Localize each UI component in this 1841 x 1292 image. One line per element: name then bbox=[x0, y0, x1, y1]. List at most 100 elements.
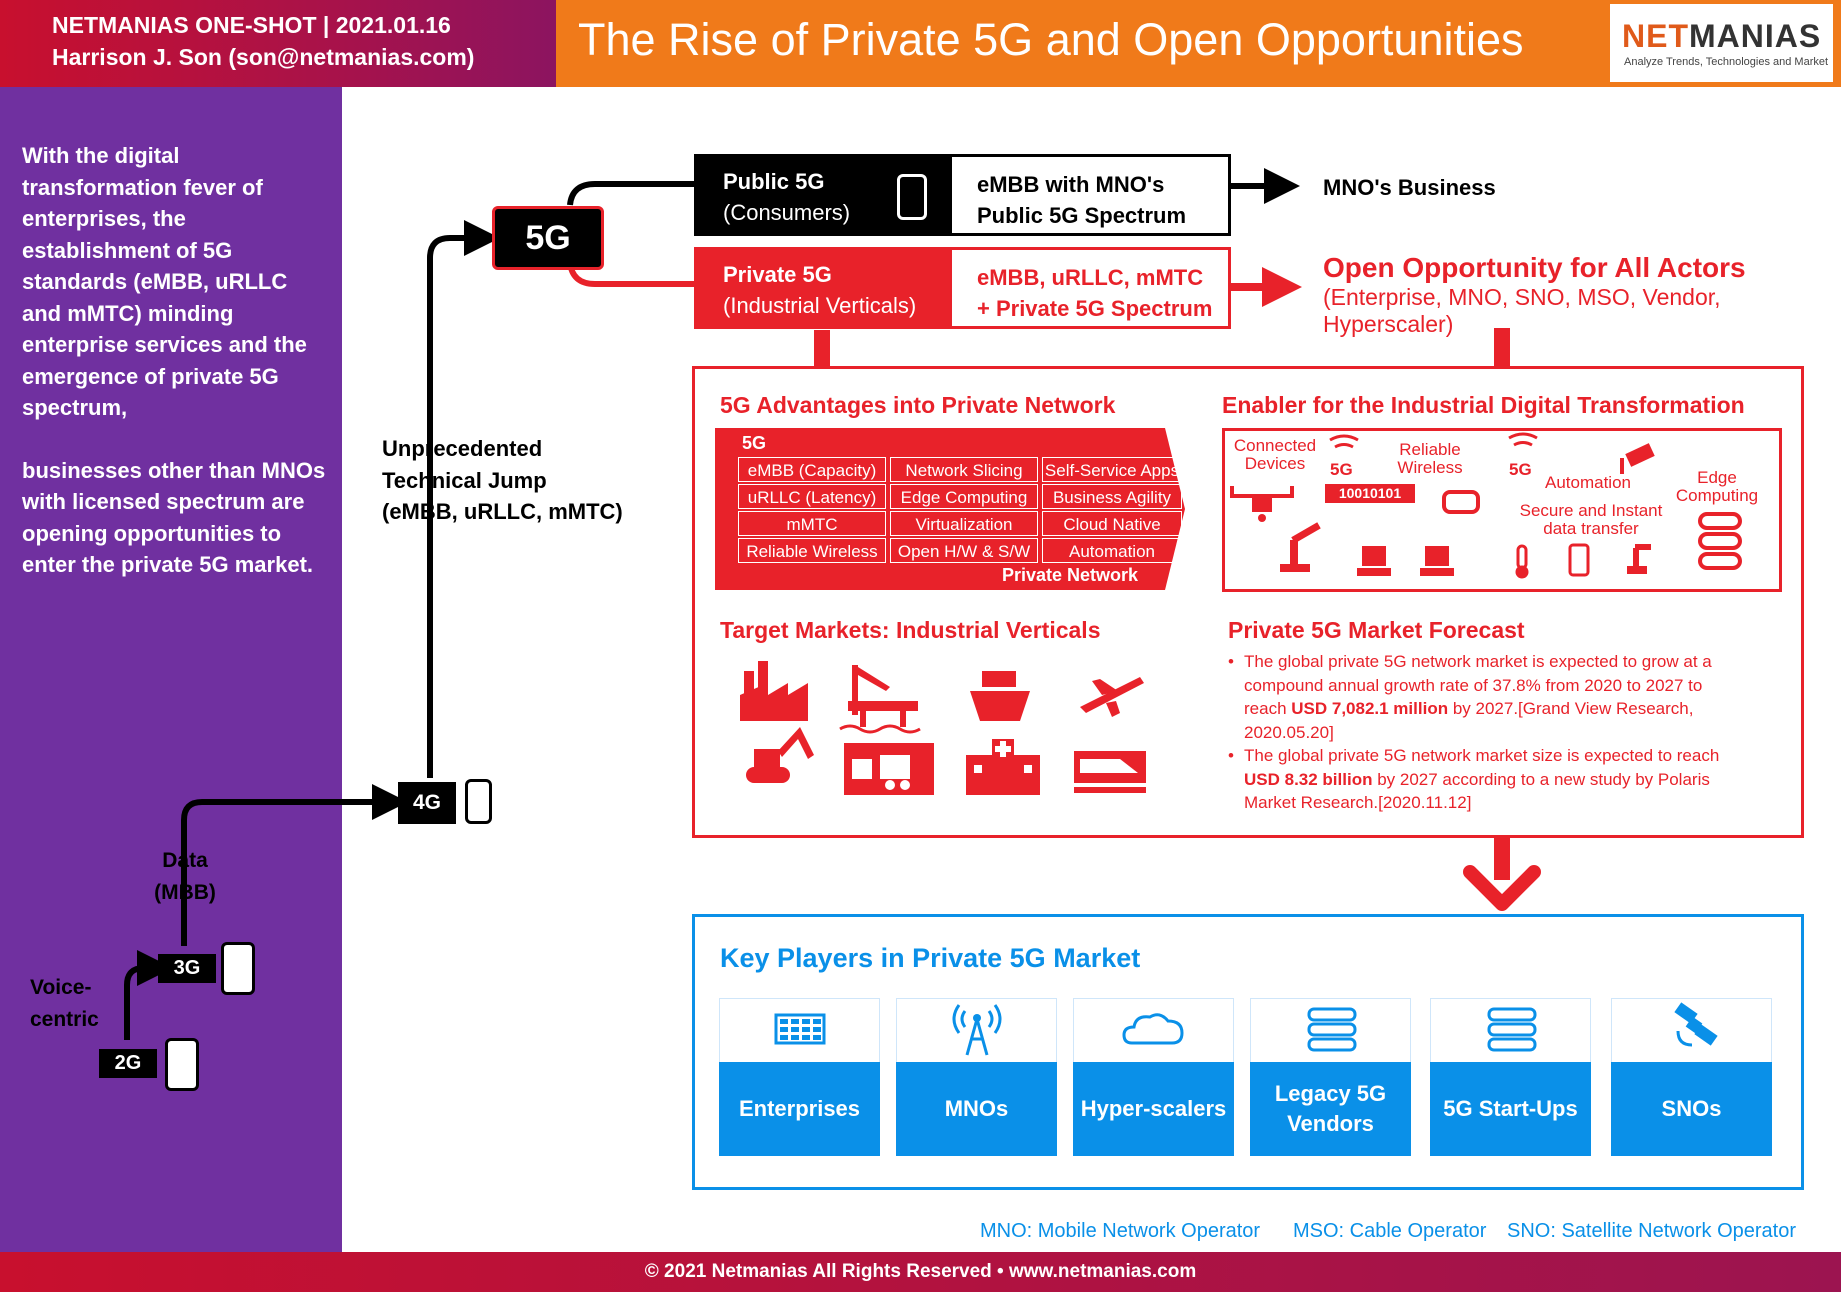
player-label-1: Legacy 5G bbox=[1274, 1081, 1387, 1106]
logo-net: NET bbox=[1622, 18, 1689, 54]
down-arrow-icon bbox=[1463, 865, 1541, 911]
cell-tower-icon bbox=[952, 1004, 1002, 1056]
jump-arrow bbox=[427, 220, 500, 778]
en-reliable-2: Wireless bbox=[1397, 458, 1463, 477]
netmanias-logo[interactable]: NETMANIAS Analyze Trends, Technologies a… bbox=[1606, 0, 1841, 87]
private-5g-label: Private 5G (Industrial Verticals) bbox=[697, 250, 952, 326]
forecast-bullet-1: The global private 5G network market is … bbox=[1244, 650, 1712, 744]
private-5g-sub: (Industrial Verticals) bbox=[723, 293, 917, 318]
logo-tagline: Analyze Trends, Technologies and Market bbox=[1624, 56, 1829, 68]
sidebar-para-1: With the digital transformation fever of… bbox=[22, 143, 307, 420]
en-connected-1: Connected bbox=[1233, 436, 1317, 455]
server-stack-icon bbox=[1307, 1007, 1357, 1052]
header-author-bar: NETMANIAS ONE-SHOT | 2021.01.16 Harrison… bbox=[0, 0, 556, 87]
player-mnos[interactable]: MNOs bbox=[896, 998, 1057, 1156]
logistics-truck-icon bbox=[844, 743, 934, 795]
robot-arm-icon bbox=[1627, 544, 1651, 574]
jump-2: Technical Jump bbox=[382, 467, 547, 493]
gen-2g-box: 2G bbox=[99, 1049, 157, 1078]
data-1: Data bbox=[162, 849, 208, 872]
en-secure-2: data transfer bbox=[1543, 519, 1639, 538]
phone-icon bbox=[465, 779, 492, 824]
private-desc-2: + Private 5G Spectrum bbox=[977, 296, 1213, 321]
header-date: NETMANIAS ONE-SHOT | 2021.01.16 bbox=[52, 12, 451, 38]
advantage-cell: mMTC bbox=[738, 511, 886, 536]
drone-icon bbox=[1230, 486, 1294, 522]
data-mbb-label: Data (MBB) bbox=[150, 845, 220, 909]
header-author: Harrison J. Son (son@netmanias.com) bbox=[52, 44, 475, 70]
advantage-cell: Automation bbox=[1042, 538, 1182, 563]
header-title-bar: The Rise of Private 5G and Open Opportun… bbox=[556, 0, 1606, 87]
advantage-cell: Virtualization bbox=[890, 511, 1038, 536]
excavator-icon bbox=[746, 727, 814, 783]
player-enterprises[interactable]: Enterprises bbox=[719, 998, 880, 1156]
voice-2: centric bbox=[30, 1008, 99, 1031]
wifi-icon bbox=[1329, 434, 1359, 449]
player-label: MNOs bbox=[896, 1062, 1057, 1156]
public-desc-2: Public 5G Spectrum bbox=[977, 203, 1187, 228]
player-label: SNOs bbox=[1611, 1062, 1772, 1156]
camera-icon bbox=[1620, 443, 1655, 474]
player-label: Hyper-scalers bbox=[1073, 1062, 1234, 1156]
wifi-icon bbox=[1508, 432, 1538, 447]
private-desc-1: eMBB, uRLLC, mMTC bbox=[977, 265, 1204, 290]
player-icon-area bbox=[1430, 998, 1591, 1062]
train-icon bbox=[1074, 751, 1146, 793]
public-5g-title: Public 5G bbox=[723, 169, 825, 194]
airplane-icon bbox=[1080, 677, 1144, 717]
player-icon-area bbox=[1611, 998, 1772, 1062]
en-secure-1: Secure and Instant bbox=[1519, 501, 1663, 520]
fc-b1-a: The global private 5G network market is … bbox=[1244, 652, 1712, 671]
player-label: Enterprises bbox=[719, 1062, 880, 1156]
phone-icon bbox=[221, 942, 255, 995]
factory-icon bbox=[740, 661, 808, 721]
fc-b1-c-bold: USD 7,082.1 million bbox=[1291, 699, 1449, 718]
player-hyperscalers[interactable]: Hyper-scalers bbox=[1073, 998, 1234, 1156]
gen-4g-box: 4G bbox=[398, 782, 456, 824]
open-opportunity: Open Opportunity for All Actors (Enterpr… bbox=[1323, 252, 1746, 338]
phone-icon bbox=[165, 1038, 199, 1091]
enabler-title: Enabler for the Industrial Digital Trans… bbox=[1222, 392, 1745, 418]
fc-b1-b: compound annual growth rate of 37.8% fro… bbox=[1244, 675, 1703, 695]
en-reliable-1: Reliable bbox=[1399, 440, 1461, 459]
target-icons bbox=[740, 661, 1146, 795]
ship-icon bbox=[970, 671, 1030, 721]
vr-headset-icon bbox=[1442, 490, 1480, 514]
jump-1: Unprecedented bbox=[382, 436, 543, 461]
advantages-5g-label: 5G bbox=[742, 433, 767, 453]
targets-title: Target Markets: Industrial Verticals bbox=[720, 617, 1101, 643]
open-opportunity-sub-1: (Enterprise, MNO, SNO, MSO, Vendor, bbox=[1323, 284, 1721, 310]
fc-b2-b: USD 8.32 billion by 2027 according to a … bbox=[1244, 768, 1719, 792]
fc-b1-c: reach USD 7,082.1 million by 2027.[Grand… bbox=[1244, 697, 1712, 721]
player-label: 5G Start-Ups bbox=[1430, 1062, 1591, 1156]
voice-centric-label: Voice-centric bbox=[30, 972, 99, 1036]
open-opportunity-sub-2: Hyperscaler) bbox=[1323, 311, 1454, 337]
player-icon-area bbox=[719, 998, 880, 1062]
fc-b2-a: The global private 5G network market siz… bbox=[1244, 746, 1720, 765]
advantage-cell: Reliable Wireless bbox=[738, 538, 886, 563]
player-5g-startups[interactable]: 5G Start-Ups bbox=[1430, 998, 1591, 1156]
player-snos[interactable]: SNOs bbox=[1611, 998, 1772, 1156]
building-icon bbox=[774, 1013, 826, 1045]
jump-3: (eMBB, uRLLC, mMTC) bbox=[382, 499, 623, 524]
data-2: (MBB) bbox=[154, 881, 216, 904]
advantages-title: 5G Advantages into Private Network bbox=[720, 392, 1116, 418]
voice-1: Voice- bbox=[30, 976, 92, 999]
enabler-box bbox=[1222, 428, 1782, 592]
private-5g-row: Private 5G (Industrial Verticals) eMBB, … bbox=[694, 247, 1231, 329]
automation-label: Automation bbox=[1545, 473, 1631, 492]
binary-badge: 10010101 bbox=[1325, 484, 1415, 503]
advantage-cell: Network Slicing bbox=[890, 457, 1038, 482]
footer: © 2021 Netmanias All Rights Reserved • w… bbox=[0, 1252, 1841, 1292]
advantage-cell: Edge Computing bbox=[890, 484, 1038, 509]
fc-b2-b-bold: USD 8.32 billion bbox=[1244, 769, 1373, 789]
en-connected-2: Devices bbox=[1244, 454, 1306, 473]
advantages-arrow-bg bbox=[715, 428, 1185, 590]
advantage-cell: Business Agility bbox=[1042, 484, 1182, 509]
abbr-mso: MSO: Cable Operator bbox=[1293, 1220, 1487, 1242]
sidebar-para-2: businesses other than MNOs with licensed… bbox=[22, 457, 326, 578]
en-edge-1: Edge bbox=[1697, 468, 1737, 487]
